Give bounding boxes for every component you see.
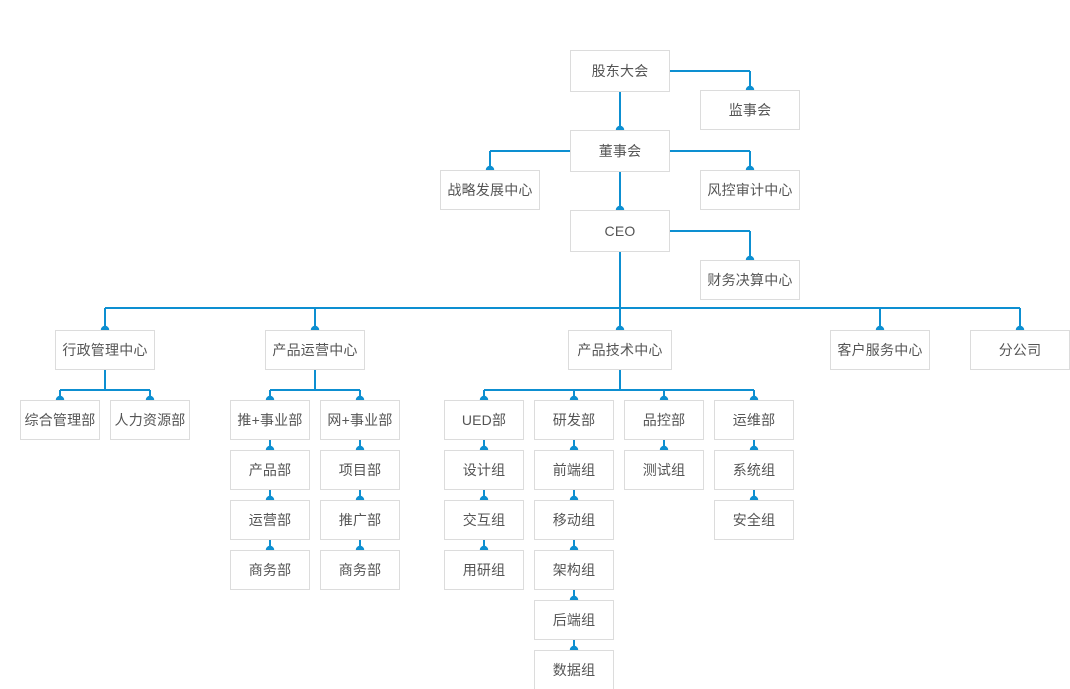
org-node-label: 用研组	[462, 562, 506, 578]
org-node-label: 监事会	[728, 102, 772, 118]
org-node[interactable]: 数据组	[534, 650, 614, 689]
org-node[interactable]: 安全组	[714, 500, 794, 540]
org-node-label: 分公司	[998, 342, 1042, 358]
org-node[interactable]: 风控审计中心	[700, 170, 800, 210]
org-node-label: 架构组	[552, 562, 596, 578]
org-node-label: 研发部	[552, 412, 596, 428]
org-node-label: 设计组	[462, 462, 506, 478]
org-node-label: 后端组	[552, 612, 596, 628]
org-node[interactable]: 研发部	[534, 400, 614, 440]
org-node-label: 产品运营中心	[272, 342, 358, 358]
org-node-label: 风控审计中心	[707, 182, 793, 198]
org-node[interactable]: 人力资源部	[110, 400, 190, 440]
org-node[interactable]: 设计组	[444, 450, 524, 490]
org-node[interactable]: 综合管理部	[20, 400, 100, 440]
org-node-label: 产品部	[248, 462, 292, 478]
org-node[interactable]: UED部	[444, 400, 524, 440]
org-node-label: 战略发展中心	[447, 182, 533, 198]
org-node[interactable]: 网+事业部	[320, 400, 400, 440]
org-node[interactable]: 董事会	[570, 130, 670, 172]
org-node[interactable]: 股东大会	[570, 50, 670, 92]
org-node[interactable]: CEO	[570, 210, 670, 252]
org-node[interactable]: 系统组	[714, 450, 794, 490]
org-node[interactable]: 移动组	[534, 500, 614, 540]
org-node[interactable]: 商务部	[320, 550, 400, 590]
org-node-label: 项目部	[338, 462, 382, 478]
org-node[interactable]: 前端组	[534, 450, 614, 490]
org-node-label: 运维部	[732, 412, 776, 428]
org-node[interactable]: 战略发展中心	[440, 170, 540, 210]
org-node[interactable]: 商务部	[230, 550, 310, 590]
org-node-label: 数据组	[552, 662, 596, 678]
org-node[interactable]: 用研组	[444, 550, 524, 590]
org-node-label: 人力资源部	[114, 412, 186, 428]
org-node-label: 系统组	[732, 462, 776, 478]
org-node-label: 产品技术中心	[577, 342, 663, 358]
org-node-label: 推+事业部	[237, 412, 303, 428]
org-node[interactable]: 测试组	[624, 450, 704, 490]
org-node[interactable]: 品控部	[624, 400, 704, 440]
org-node[interactable]: 产品技术中心	[568, 330, 672, 370]
org-node[interactable]: 架构组	[534, 550, 614, 590]
org-node[interactable]: 项目部	[320, 450, 400, 490]
org-node-label: 董事会	[598, 143, 642, 159]
org-node-label: 商务部	[338, 562, 382, 578]
org-node[interactable]: 后端组	[534, 600, 614, 640]
org-node-label: 测试组	[642, 462, 686, 478]
org-node-label: 安全组	[732, 512, 776, 528]
org-node-label: UED部	[461, 412, 507, 428]
org-node[interactable]: 运营部	[230, 500, 310, 540]
org-node-label: 商务部	[248, 562, 292, 578]
org-node[interactable]: 交互组	[444, 500, 524, 540]
org-node-label: 运营部	[248, 512, 292, 528]
org-node-label: 网+事业部	[327, 412, 393, 428]
org-node[interactable]: 推广部	[320, 500, 400, 540]
org-node-label: 行政管理中心	[62, 342, 148, 358]
org-node[interactable]: 客户服务中心	[830, 330, 930, 370]
org-node[interactable]: 分公司	[970, 330, 1070, 370]
org-node[interactable]: 运维部	[714, 400, 794, 440]
org-node[interactable]: 行政管理中心	[55, 330, 155, 370]
org-node-label: 客户服务中心	[837, 342, 923, 358]
org-node[interactable]: 财务决算中心	[700, 260, 800, 300]
org-node-label: 综合管理部	[24, 412, 96, 428]
org-node-label: 品控部	[642, 412, 686, 428]
org-node[interactable]: 产品运营中心	[265, 330, 365, 370]
org-node-label: 移动组	[552, 512, 596, 528]
org-node-label: CEO	[604, 223, 636, 239]
org-node-label: 交互组	[462, 512, 506, 528]
org-node[interactable]: 监事会	[700, 90, 800, 130]
org-node[interactable]: 产品部	[230, 450, 310, 490]
org-node-label: 前端组	[552, 462, 596, 478]
org-node[interactable]: 推+事业部	[230, 400, 310, 440]
org-node-label: 财务决算中心	[707, 272, 793, 288]
org-node-label: 推广部	[338, 512, 382, 528]
org-node-label: 股东大会	[591, 63, 649, 79]
